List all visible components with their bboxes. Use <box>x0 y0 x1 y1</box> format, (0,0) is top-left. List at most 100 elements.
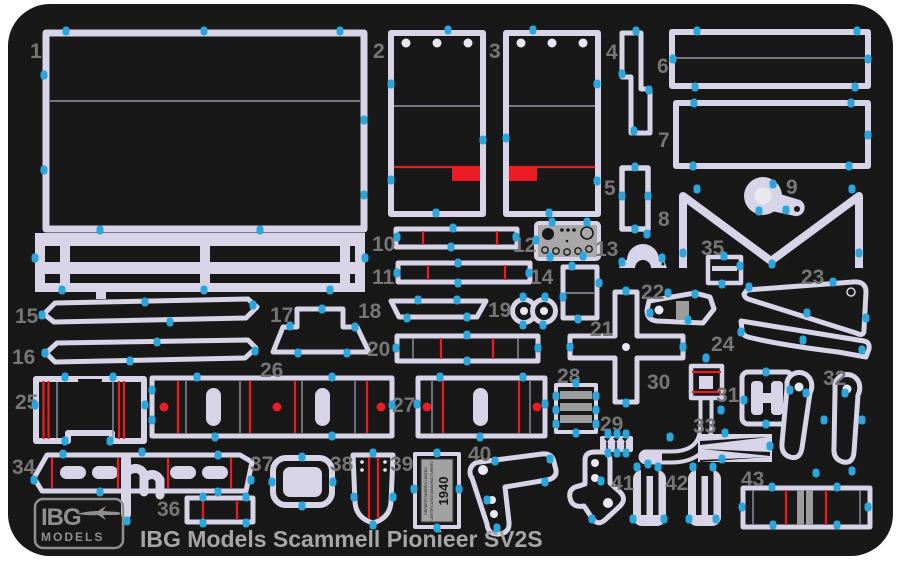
attachment-tab <box>106 436 114 446</box>
attachment-tab <box>845 161 853 171</box>
attachment-tab <box>59 449 67 459</box>
part-number-3: 3 <box>489 40 501 63</box>
part-number-39: 39 <box>390 453 413 476</box>
attachment-tab <box>41 348 49 358</box>
part-number-37: 37 <box>250 453 273 476</box>
attachment-tab <box>387 175 395 185</box>
attachment-tab <box>247 475 255 485</box>
attachment-tab <box>552 419 560 429</box>
attachment-tab <box>855 248 863 258</box>
part-29-shape <box>600 436 633 452</box>
part-2-shape <box>388 30 486 217</box>
attachment-tab <box>689 161 697 171</box>
attachment-tab <box>294 348 302 358</box>
attachment-tab <box>455 484 463 494</box>
attachment-tab <box>268 477 276 487</box>
attachment-tab <box>593 176 601 186</box>
attachment-tab <box>820 415 828 425</box>
attachment-tab <box>669 54 677 64</box>
attachment-tab <box>502 133 510 143</box>
part-1-shape <box>35 29 368 299</box>
attachment-tab <box>388 400 396 410</box>
part-39-maker-plate: HERBERT MORRIS LIMITED CERTIFICATED MANU… <box>413 452 461 529</box>
attachment-tab <box>141 297 149 307</box>
attachment-tab <box>833 520 841 530</box>
attachment-tab <box>622 398 630 408</box>
attachment-tab <box>644 191 652 201</box>
attachment-tab <box>534 343 542 353</box>
part-16-shape <box>43 337 259 365</box>
attachment-tab <box>31 253 39 263</box>
attachment-tab <box>539 320 547 330</box>
part-23-shape <box>741 279 869 337</box>
part-number-30: 30 <box>647 371 670 394</box>
attachment-tab <box>847 98 855 108</box>
part-14-shape <box>560 264 600 321</box>
attachment-tab <box>769 520 777 530</box>
attachment-tab <box>848 184 856 194</box>
attachment-tab <box>766 441 774 451</box>
part-number-2: 2 <box>373 40 385 63</box>
part-7-shape <box>673 100 871 169</box>
attachment-tab <box>618 191 626 201</box>
attachment-tab <box>449 223 457 233</box>
attachment-tab <box>618 257 626 267</box>
attachment-tab <box>595 278 603 288</box>
part-33-shape <box>698 434 772 462</box>
ibg-logo: IBG MODELS <box>33 497 125 550</box>
part-number-16: 16 <box>12 346 35 369</box>
logo-border <box>33 497 125 550</box>
part-number-10: 10 <box>372 233 395 256</box>
attachment-tab <box>613 448 621 458</box>
attachment-tab <box>62 26 70 36</box>
attachment-tab <box>762 419 770 429</box>
attachment-tab <box>740 395 748 405</box>
attachment-tab <box>718 279 726 289</box>
attachment-tab <box>690 98 698 108</box>
part-15-shape <box>41 296 260 325</box>
part-number-22: 22 <box>641 281 664 304</box>
attachment-tab <box>463 330 471 340</box>
attachment-tab <box>138 447 146 457</box>
attachment-tab <box>745 282 753 292</box>
part-number-27: 27 <box>392 394 415 417</box>
attachment-tab <box>768 259 776 269</box>
attachment-tab <box>613 429 621 439</box>
attachment-tab <box>392 343 400 353</box>
attachment-tab <box>622 286 630 296</box>
attachment-tab <box>242 492 250 502</box>
part-38-shape <box>350 452 396 526</box>
attachment-tab <box>541 477 549 487</box>
attachment-tab <box>629 514 637 524</box>
part-number-13: 13 <box>595 238 618 261</box>
attachment-tab <box>546 252 554 262</box>
attachment-tab <box>786 385 794 395</box>
attachment-tab <box>326 285 334 295</box>
attachment-tab <box>829 277 837 287</box>
part-11-shape <box>395 260 533 285</box>
attachment-tab <box>298 452 306 462</box>
attachment-tab <box>436 372 444 382</box>
attachment-tab <box>769 179 777 189</box>
attachment-tab <box>841 388 849 398</box>
attachment-tab <box>782 205 790 215</box>
attachment-tab <box>738 502 746 512</box>
attachment-tab <box>848 466 856 476</box>
attachment-tab <box>153 337 161 347</box>
part-number-40: 40 <box>468 443 491 466</box>
attachment-tab <box>214 450 222 460</box>
attachment-tab <box>721 428 729 438</box>
attachment-tab <box>491 456 499 466</box>
part-number-18: 18 <box>358 300 382 323</box>
attachment-tab <box>541 399 549 409</box>
attachment-tab <box>199 518 207 528</box>
part-number-7: 7 <box>658 129 670 152</box>
attachment-tab <box>403 313 411 323</box>
part-19-shape <box>510 297 558 325</box>
airplane-icon <box>76 506 121 520</box>
attachment-tab <box>360 115 368 125</box>
attachment-tab <box>361 253 369 263</box>
attachment-tab <box>519 292 527 302</box>
attachment-tab <box>360 190 368 200</box>
